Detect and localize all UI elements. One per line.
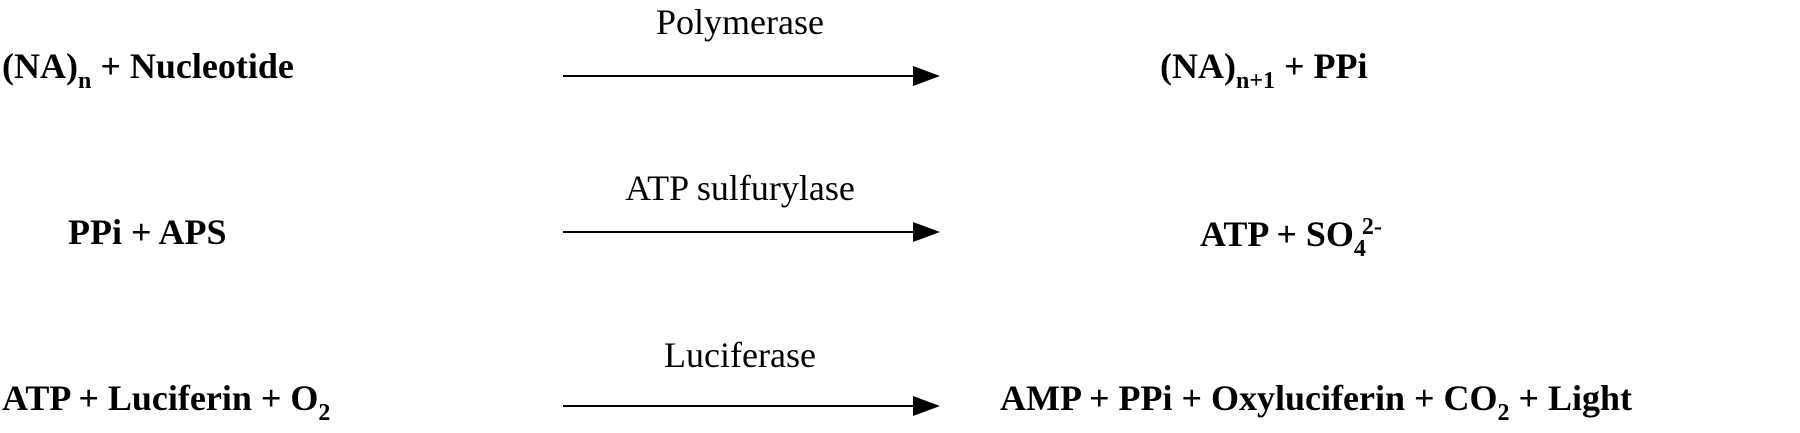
reaction-1-reactants: (NA)n + Nucleotide bbox=[2, 46, 294, 93]
reaction-2-arrow bbox=[563, 218, 940, 246]
reactant-atp-luciferin-o2: ATP + Luciferin + O bbox=[2, 378, 319, 418]
reaction-2-enzyme-label: ATP sulfurylase bbox=[625, 168, 855, 208]
product-nucleic-acid: (NA) bbox=[1160, 46, 1236, 86]
product-atp-so4: ATP + SO bbox=[1200, 214, 1354, 254]
reactant-nucleotide: + Nucleotide bbox=[91, 46, 294, 86]
reaction-3-products: AMP + PPi + Oxyluciferin + CO2 + Light bbox=[1000, 378, 1633, 425]
reactant-nucleic-acid: (NA) bbox=[2, 46, 78, 86]
reaction-3-enzyme-label: Luciferase bbox=[664, 335, 816, 375]
subscript-n-plus-1: n+1 bbox=[1235, 68, 1276, 94]
product-ppi: + PPi bbox=[1275, 46, 1368, 86]
subscript-n: n bbox=[77, 68, 92, 94]
subscript-4: 4 bbox=[1353, 236, 1366, 262]
right-arrow-icon bbox=[563, 66, 940, 86]
reaction-2-reactants: PPi + APS bbox=[68, 212, 227, 252]
reaction-3-reactants: ATP + Luciferin + O2 bbox=[2, 378, 330, 425]
right-arrow-icon bbox=[563, 396, 940, 416]
reaction-2-products: ATP + SO42- bbox=[1200, 214, 1382, 261]
subscript-2: 2 bbox=[1497, 400, 1510, 426]
reaction-1-enzyme-label: Polymerase bbox=[656, 2, 824, 42]
subscript-2: 2 bbox=[318, 400, 331, 426]
reaction-1-arrow bbox=[563, 62, 940, 90]
right-arrow-icon bbox=[563, 222, 940, 242]
superscript-charge: 2- bbox=[1361, 214, 1382, 240]
reaction-3-arrow bbox=[563, 392, 940, 420]
product-light: + Light bbox=[1509, 378, 1633, 418]
product-amp-ppi-oxyluciferin-co2: AMP + PPi + Oxyluciferin + CO bbox=[1000, 378, 1498, 418]
reaction-1-products: (NA)n+1 + PPi bbox=[1160, 46, 1368, 93]
